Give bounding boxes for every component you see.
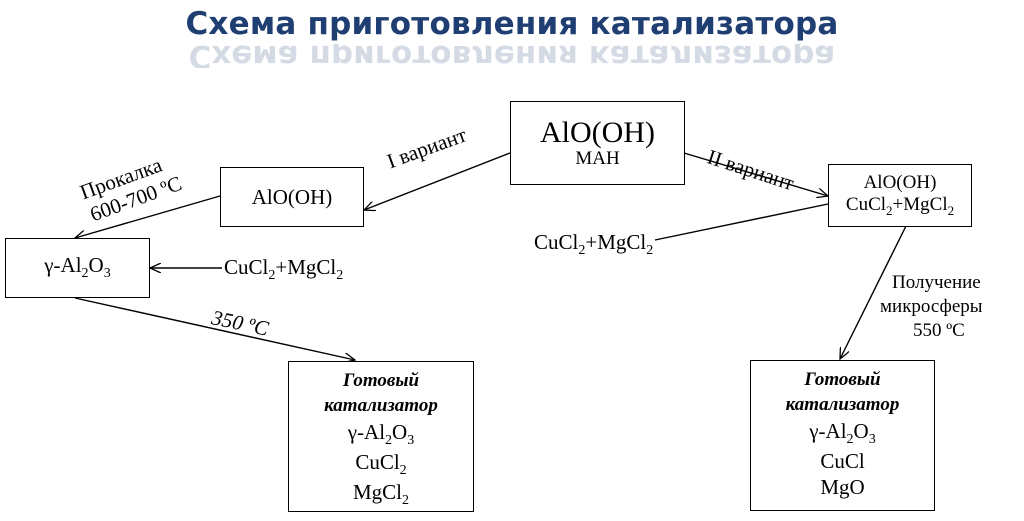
arrow-start-to-v1 <box>364 152 511 210</box>
page-title: Схема приготовления катализатора <box>185 6 839 42</box>
start-name: МАН <box>575 148 620 169</box>
variant2-step-l1: Получение <box>892 272 981 293</box>
product2-line1: γ-Al2O3 <box>809 419 876 448</box>
variant2-intermediate-l1: AlO(OH) <box>863 172 937 194</box>
product1-header2: катализатор <box>324 395 438 416</box>
variant1-intermediate: AlO(OH) <box>251 184 333 209</box>
variant2-step-l2: микросферы <box>880 296 983 317</box>
product2-line2: CuCl <box>820 449 865 474</box>
product2-header2: катализатор <box>785 394 900 415</box>
variant1-intermediate-box: AlO(OH) <box>220 167 364 227</box>
start-formula: AlO(OH) <box>540 116 655 149</box>
product1-line2: CuCl2 <box>355 450 407 479</box>
gamma-alumina: γ-Al2O3 <box>44 253 111 282</box>
product2-header1: Готовый <box>804 369 881 390</box>
arrow-v2-to-product2 <box>840 225 907 359</box>
variant1-additive: CuCl2+MgCl2 <box>224 255 344 284</box>
product1-box: Готовый катализатор γ-Al2O3 CuCl2 MgCl2 <box>288 361 474 512</box>
variant2-step-l3: 550 ºC <box>913 320 965 341</box>
variant2-intermediate-l2: CuCl2+MgCl2 <box>845 194 955 218</box>
product2-line3: MgO <box>820 475 865 500</box>
product1-header1: Готовый <box>342 370 420 391</box>
product1-line1: γ-Al2O3 <box>347 420 415 449</box>
arrow-additive-to-v2 <box>654 203 829 241</box>
arrow-v1-to-gamma <box>75 195 221 238</box>
gamma-alumina-box: γ-Al2O3 <box>5 238 150 298</box>
variant2-additive: CuCl2+MgCl2 <box>534 230 654 259</box>
product1-line3: MgCl2 <box>352 480 409 509</box>
arrow-gamma-to-product1 <box>74 297 355 360</box>
variant2-intermediate-box: AlO(OH) CuCl2+MgCl2 <box>828 164 972 227</box>
arrow-start-to-v2 <box>683 152 828 196</box>
start-box: AlO(OH) МАН <box>510 101 685 185</box>
product2-box: Готовый катализатор γ-Al2O3 CuCl MgO <box>750 360 935 511</box>
